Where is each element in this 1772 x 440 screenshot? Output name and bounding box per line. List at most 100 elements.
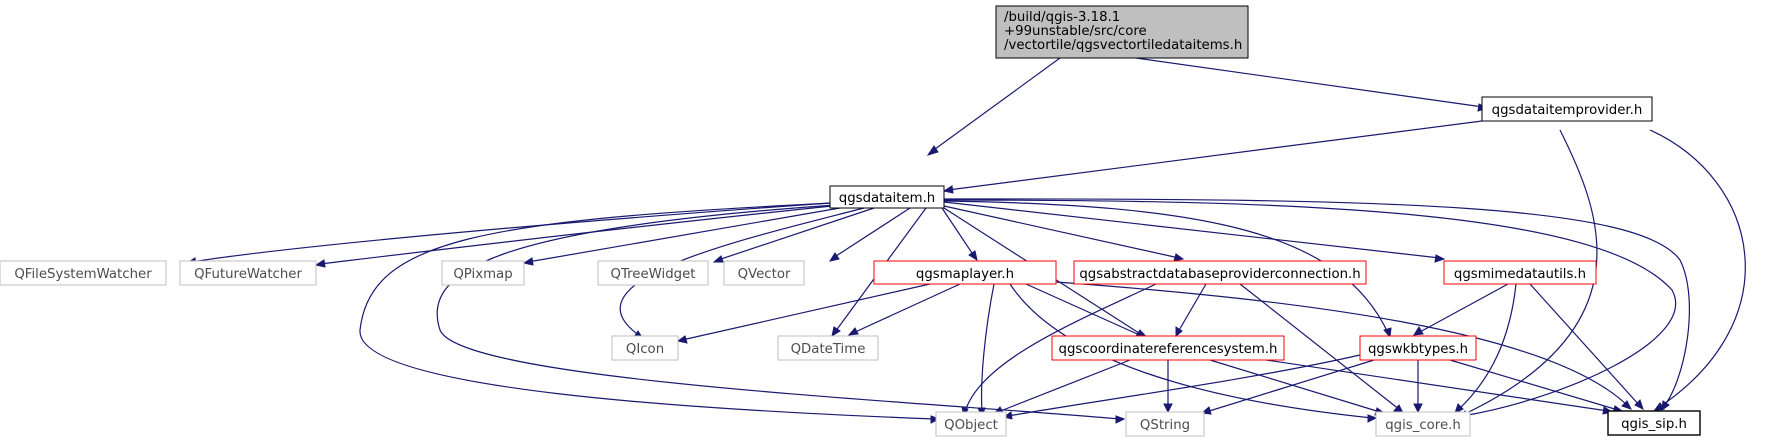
label-qgscoordinatereferencesystem: qgscoordinatereferencesystem.h: [1059, 342, 1278, 357]
node-qgsmaplayer[interactable]: qgsmaplayer.h: [873, 260, 1057, 285]
label-qgsmaplayer: qgsmaplayer.h: [916, 267, 1014, 282]
arrowhead-qgsdataitem-to-qobject: [930, 415, 941, 424]
edge-qgsabstractdb-to-qobject: [964, 283, 1157, 413]
edge-qgscrs-to-qgis-sip: [1245, 356, 1609, 412]
edge-qgsdataitem-to-qgsmaplayer: [941, 207, 975, 257]
label-qfilesystemwatcher: QFileSystemWatcher: [14, 267, 152, 282]
arrowhead-root-to-qgsdataitem: [926, 145, 939, 156]
node-qgis-core[interactable]: qgis_core.h: [1375, 411, 1471, 437]
edge-qgsdataitem-to-qfilesystemwatcher: [190, 202, 831, 263]
label-qtreewidget: QTreeWidget: [611, 267, 696, 282]
label-qgsmimedatautils: qgsmimedatautils.h: [1454, 267, 1586, 282]
node-qgsabstractdatabaseproviderconnection[interactable]: qgsabstractdatabaseproviderconnection.h: [1073, 260, 1367, 285]
arrowhead-qgscrs-to-qstring: [1163, 403, 1173, 414]
arrowhead-qgsdataitem-to-qfuturewatcher: [314, 259, 326, 268]
arrowhead-qgsmaplayer-to-qgis-core: [1367, 414, 1378, 423]
edge-qgsmimedatautils-to-qgis-sip: [1529, 283, 1641, 407]
node-qfilesystemwatcher[interactable]: QFileSystemWatcher: [0, 260, 167, 286]
edge-qgsmaplayer-to-qgscrs: [1025, 283, 1145, 338]
edge-qgsmaplayer-to-qdatetime: [852, 283, 961, 334]
node-qgsmimedatautils[interactable]: qgsmimedatautils.h: [1443, 260, 1597, 285]
edge-qgsdataitem-to-qvector: [832, 207, 911, 259]
edge-qgsdataitem-to-qtreewidget: [717, 207, 875, 261]
node-root-file[interactable]: /build/qgis-3.18.1 +99unstable/src/core …: [995, 5, 1249, 59]
root-line-1: /build/qgis-3.18.1: [1004, 10, 1120, 25]
edge-qgsdataitem-to-qstring: [436, 204, 1121, 420]
arrowhead-qgsdataitem-to-qstring: [1115, 415, 1126, 424]
node-qtreewidget[interactable]: QTreeWidget: [597, 260, 709, 286]
edge-root-to-qgsdataitemprovider: [1135, 57, 1484, 108]
edge-qgsmaplayer-to-qobject: [980, 283, 995, 413]
node-qicon[interactable]: QIcon: [611, 335, 679, 361]
root-line-3: /vectortile/qgsvectortiledataitems.h: [1004, 38, 1242, 53]
edge-qgswkbtypes-to-qobject: [1007, 354, 1361, 417]
edge-qgsmimedatautils-to-qgswkbtypes: [1417, 283, 1509, 334]
arrowhead-qgsdataitem-to-qpixmap: [522, 257, 534, 266]
edge-qgsdataitem-to-qgsmimedatautils: [943, 201, 1441, 259]
arrowhead-qgsdataitem-to-qvector: [828, 252, 840, 262]
arrowhead-qgsdataitem-to-qtreewidget: [712, 255, 724, 263]
node-qdatetime[interactable]: QDateTime: [777, 335, 879, 361]
arrowhead-qgsmaplayer-to-qgis-sip: [1621, 400, 1632, 410]
label-qdatetime: QDateTime: [791, 342, 866, 357]
edge-provider-to-qgis-sip: [1649, 129, 1746, 409]
edge-qgsdataitem-to-qgis-sip: [943, 198, 1690, 407]
arrowhead-qgsmaplayer-to-qdatetime: [847, 327, 859, 336]
label-qvector: QVector: [738, 267, 791, 282]
edge-qgscrs-to-qobject: [997, 359, 1131, 413]
arrowhead-qgsmimedatautils-to-qgis-sip: [1634, 399, 1644, 410]
node-qgis-sip[interactable]: qgis_sip.h: [1607, 410, 1701, 436]
edge-qgsabstractdb-to-qgscrs: [1177, 283, 1207, 333]
arrowhead-qgsmimedatautils-to-qgswkbtypes: [1413, 326, 1424, 336]
label-qgsdataitem: qgsdataitem.h: [839, 191, 935, 206]
edge-qgsmaplayer-to-qicon: [681, 283, 931, 341]
arrowhead-provider-to-qgsdataitem: [942, 185, 954, 194]
label-qfuturewatcher: QFutureWatcher: [194, 267, 302, 282]
edge-provider-to-qgsdataitem: [947, 120, 1483, 191]
node-qobject[interactable]: QObject: [935, 411, 1007, 437]
arrowhead-qgsabstractdb-to-qgscrs: [1175, 326, 1183, 338]
node-qvector[interactable]: QVector: [723, 260, 805, 286]
node-qfuturewatcher[interactable]: QFutureWatcher: [179, 260, 317, 286]
label-qgsdataitemprovider: qgsdataitemprovider.h: [1492, 103, 1643, 118]
label-qgswkbtypes: qgswkbtypes.h: [1368, 342, 1468, 357]
node-qgsdataitem[interactable]: qgsdataitem.h: [829, 185, 945, 209]
node-qstring[interactable]: QString: [1125, 411, 1205, 437]
label-qpixmap: QPixmap: [453, 267, 512, 282]
edge-qgsmimedatautils-to-qgis-core: [1457, 283, 1517, 411]
edge-qgswkbtypes-to-qgis-sip: [1449, 359, 1619, 411]
node-qgscoordinatereferencesystem[interactable]: qgscoordinatereferencesystem.h: [1051, 335, 1285, 361]
node-qgsdataitemprovider[interactable]: qgsdataitemprovider.h: [1481, 96, 1653, 122]
root-line-2: +99unstable/src/core: [1004, 24, 1147, 39]
edge-qgsdataitem-to-qpixmap: [527, 207, 841, 263]
edge-qgsabstractdb-to-qgis-core: [1239, 283, 1401, 411]
edges: [185, 57, 1746, 424]
label-qstring: QString: [1140, 418, 1190, 433]
arrowhead-qgsmaplayer-to-qicon: [676, 335, 688, 344]
arrowhead-qgsdataitem-to-qgsmaplayer: [968, 250, 978, 262]
arrowhead-qgsdataitem-to-qgsabstractdb: [1173, 253, 1185, 262]
edge-qgsmaplayer-to-qgis-sip: [1055, 281, 1629, 407]
node-qpixmap[interactable]: QPixmap: [441, 260, 525, 286]
edge-qgsdataitem-to-qfuturewatcher: [319, 205, 833, 265]
arrowhead-qgsdataitem-to-qdatetime: [831, 326, 841, 338]
node-qgswkbtypes[interactable]: qgswkbtypes.h: [1359, 335, 1477, 361]
label-qgsabstractdatabaseproviderconnection: qgsabstractdatabaseproviderconnection.h: [1079, 267, 1360, 282]
arrowhead-qgsdataitem-to-qgsmimedatautils: [1434, 254, 1446, 263]
arrowhead-qgsmimedatautils-to-qgis-core: [1454, 403, 1464, 414]
nodes: /build/qgis-3.18.1 +99unstable/src/core …: [0, 5, 1701, 437]
label-qgis-sip: qgis_sip.h: [1621, 417, 1687, 432]
edge-qgsdataitem-to-qobject: [359, 202, 936, 420]
edge-qgsdataitem-to-qgswkbtypes: [943, 200, 1389, 334]
edge-qgscrs-to-qgis-core: [1209, 359, 1381, 413]
edge-qgsdataitem-to-qgsabstractdb: [943, 205, 1180, 259]
label-qicon: QIcon: [626, 342, 664, 357]
arrowhead-qgsdataitem-to-qgswkbtypes: [1383, 327, 1392, 339]
label-qgis-core: qgis_core.h: [1385, 418, 1461, 433]
edge-root-to-qgsdataitem: [930, 57, 1061, 153]
arrowhead-qgswkbtypes-to-qgis-core: [1413, 403, 1423, 414]
edge-qgsmaplayer-to-qgis-core: [1009, 283, 1373, 419]
label-qobject: QObject: [944, 418, 998, 433]
arrowhead-qgsdataitem-to-qgis-sip: [1661, 400, 1670, 412]
